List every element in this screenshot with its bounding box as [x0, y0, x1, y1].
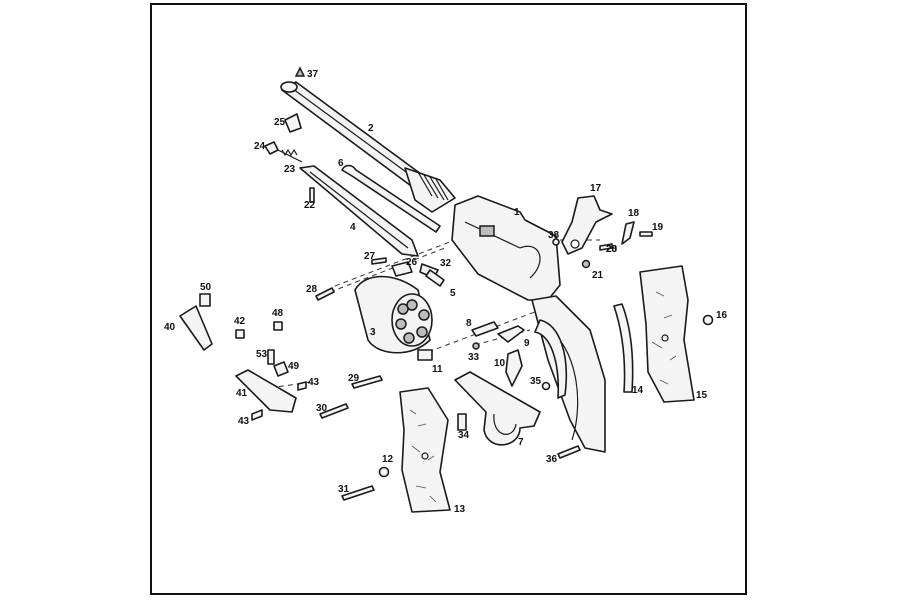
label-p43b: 43	[238, 416, 250, 427]
label-p2: 2	[368, 123, 374, 134]
label-p21: 21	[592, 270, 604, 281]
screw	[557, 445, 581, 459]
label-p4: 4	[350, 222, 356, 233]
label-p53: 53	[256, 349, 268, 360]
label-p31: 31	[338, 484, 350, 495]
label-p11: 11	[432, 364, 443, 375]
label-p29: 29	[348, 373, 360, 384]
label-p37: 37	[307, 69, 319, 80]
label-p25: 25	[274, 117, 286, 128]
frame-screw	[552, 238, 560, 246]
label-p35: 35	[530, 376, 542, 387]
right-grip	[639, 265, 695, 403]
screw	[273, 321, 283, 331]
label-p6: 6	[338, 158, 344, 169]
hand-spring	[621, 221, 635, 245]
label-p38: 38	[548, 230, 560, 241]
lever	[235, 369, 297, 413]
trigger-guard	[454, 371, 541, 446]
label-p36: 36	[546, 454, 558, 465]
label-p10: 10	[494, 358, 506, 369]
screw	[457, 413, 467, 431]
label-p42: 42	[234, 316, 246, 327]
part-labels: 1 2 3 4 5 6 7 8 9 10 11 12 13 14 15 16 1…	[164, 69, 728, 515]
label-p5: 5	[450, 288, 456, 299]
label-p33: 33	[468, 352, 480, 363]
front-sight	[294, 66, 306, 77]
grip-escutcheon	[378, 466, 390, 478]
cylinder-pin-part	[391, 261, 413, 277]
revolver-frame	[451, 195, 606, 453]
label-p41: 41	[236, 388, 248, 399]
trigger-part	[471, 321, 499, 337]
label-p16: 16	[716, 310, 728, 321]
screw	[351, 375, 383, 389]
screw	[315, 287, 335, 301]
label-p18: 18	[628, 208, 640, 219]
loading-lever	[299, 165, 419, 257]
screw	[235, 329, 245, 339]
screw	[541, 381, 551, 391]
guide-line	[269, 381, 311, 389]
guide-line	[334, 239, 456, 287]
trigger	[505, 349, 523, 387]
label-p48: 48	[272, 308, 284, 319]
screw	[472, 342, 480, 350]
label-p30: 30	[316, 403, 328, 414]
nipple	[417, 349, 433, 361]
grip-spacer	[613, 303, 634, 393]
label-p14: 14	[632, 385, 644, 396]
label-p32: 32	[440, 258, 452, 269]
rear-part	[179, 305, 213, 351]
label-p50: 50	[200, 282, 212, 293]
screw	[199, 293, 211, 307]
label-p9: 9	[524, 338, 530, 349]
screw	[251, 409, 263, 421]
guide-line	[329, 247, 446, 293]
hammer	[561, 195, 613, 255]
rammer	[341, 164, 441, 233]
barrel	[280, 81, 456, 213]
bolt	[497, 325, 525, 343]
label-p43a: 43	[308, 377, 320, 388]
label-p8: 8	[466, 318, 472, 329]
label-p40: 40	[164, 322, 176, 333]
loading-lever-latch	[264, 141, 303, 163]
pin	[267, 349, 275, 365]
cylinder	[354, 275, 433, 354]
label-p28a: 28	[306, 284, 318, 295]
screw	[319, 403, 349, 419]
pin	[309, 187, 315, 203]
pin	[599, 243, 613, 251]
label-p24: 24	[254, 141, 266, 152]
barrel-wedge	[284, 113, 302, 133]
label-p20: 20	[606, 244, 618, 255]
label-p26: 26	[406, 257, 418, 268]
label-p23: 23	[284, 164, 296, 175]
label-p12: 12	[382, 454, 394, 465]
screw	[341, 485, 375, 501]
label-p19: 19	[652, 222, 664, 233]
spring	[273, 361, 289, 377]
screw	[581, 259, 591, 269]
label-p15: 15	[696, 390, 708, 401]
label-p27: 27	[364, 251, 376, 262]
label-p22: 22	[304, 200, 316, 211]
grip-escutcheon	[702, 314, 714, 326]
label-p3: 3	[370, 327, 376, 338]
label-p13: 13	[454, 504, 466, 515]
screw	[297, 381, 307, 391]
screw	[639, 231, 653, 237]
pin	[371, 257, 387, 265]
left-grip	[399, 387, 451, 513]
label-p49: 49	[288, 361, 300, 372]
spring-part	[425, 269, 445, 287]
label-p28b: 28	[606, 244, 618, 255]
label-p1: 1	[514, 207, 520, 218]
label-p7: 7	[518, 437, 524, 448]
label-p34: 34	[458, 430, 470, 441]
label-p17: 17	[590, 183, 602, 194]
